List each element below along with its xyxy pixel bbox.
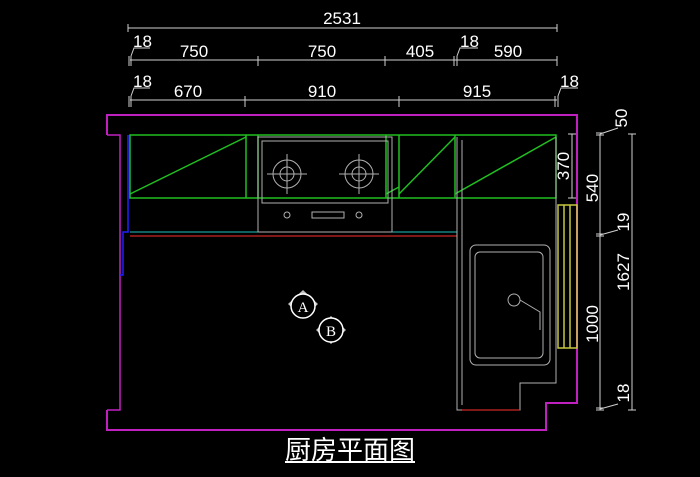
view-marker-b: B xyxy=(316,316,346,344)
wall-left xyxy=(107,134,121,411)
dim-right-1627: 1627 xyxy=(614,253,633,291)
drawing-title: 厨房平面图 xyxy=(284,436,415,466)
inner-wall-line xyxy=(120,135,129,276)
svg-text:A: A xyxy=(298,300,309,316)
dim-row1-0: 18 xyxy=(133,32,152,51)
dim-right-370: 370 xyxy=(554,152,573,180)
view-marker-a: A xyxy=(288,290,318,319)
dim-row1-3: 405 xyxy=(406,42,434,61)
dim-row1-4: 18 xyxy=(460,32,479,51)
dimension-lines xyxy=(127,24,636,411)
dim-right-50: 50 xyxy=(612,109,631,128)
dim-row2-4: 18 xyxy=(560,72,579,91)
sink-cabinet xyxy=(456,137,557,411)
window xyxy=(557,204,578,349)
dim-right-19: 19 xyxy=(614,213,633,232)
dim-row2-1: 670 xyxy=(174,82,202,101)
svg-text:B: B xyxy=(326,324,336,340)
upper-cabinets xyxy=(129,134,557,199)
dim-right-18: 18 xyxy=(614,384,633,403)
dim-row2-0: 18 xyxy=(133,72,152,91)
dim-row1-1: 750 xyxy=(180,42,208,61)
dim-total-width: 2531 xyxy=(323,9,361,28)
dim-row2-3: 915 xyxy=(463,82,491,101)
dim-row1-2: 750 xyxy=(308,42,336,61)
wall-outline xyxy=(106,114,578,431)
dim-right-1000: 1000 xyxy=(583,305,602,343)
dim-row1-5: 590 xyxy=(494,42,522,61)
dim-row2-2: 910 xyxy=(308,82,336,101)
stove xyxy=(257,136,393,233)
dim-right-540: 540 xyxy=(583,174,602,202)
